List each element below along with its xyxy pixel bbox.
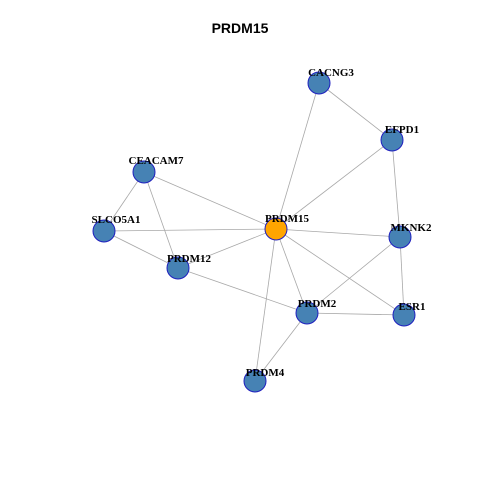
edge-slco5a1-prdm12 <box>103 230 179 269</box>
node-label-slco5a1: SLCO5A1 <box>92 214 141 226</box>
node-prdm15 <box>264 217 288 241</box>
edge-prdm15-mknk2 <box>275 228 401 238</box>
node-label-prdm4: PRDM4 <box>246 367 285 379</box>
edge-ceacam7-slco5a1 <box>103 171 145 232</box>
edge-prdm15-prdm4 <box>254 228 277 382</box>
edge-prdm2-esr1 <box>306 312 405 316</box>
edge-prdm15-prdm12 <box>177 228 277 269</box>
edge-ceacam7-prdm12 <box>143 171 179 269</box>
node-cacng3 <box>307 71 331 95</box>
edge-prdm15-cacng3 <box>275 82 320 230</box>
edge-layer <box>103 82 405 382</box>
edge-prdm15-efpd1 <box>275 139 393 230</box>
node-ceacam7 <box>132 160 156 184</box>
edge-prdm15-prdm2 <box>275 228 308 314</box>
node-label-efpd1: EFPD1 <box>385 124 419 136</box>
edge-prdm15-esr1 <box>275 228 405 316</box>
edge-prdm2-prdm4 <box>254 312 308 382</box>
node-mknk2 <box>388 225 412 249</box>
node-label-ceacam7: CEACAM7 <box>129 155 184 167</box>
edge-cacng3-efpd1 <box>318 82 393 141</box>
node-label-prdm15: PRDM15 <box>265 213 309 225</box>
edge-mknk2-esr1 <box>399 236 405 316</box>
node-label-prdm12: PRDM12 <box>167 253 211 265</box>
node-prdm2 <box>295 301 319 325</box>
edge-mknk2-prdm2 <box>306 236 401 314</box>
node-prdm4 <box>243 369 267 393</box>
node-esr1 <box>392 303 416 327</box>
node-label-esr1: ESR1 <box>399 301 426 313</box>
node-slco5a1 <box>92 219 116 243</box>
edge-prdm15-slco5a1 <box>103 228 277 232</box>
node-label-prdm2: PRDM2 <box>298 298 337 310</box>
edge-prdm12-prdm2 <box>177 267 308 314</box>
node-prdm12 <box>166 256 190 280</box>
node-layer: PRDM15 CACNG3EFPD1CEACAM7SLCO5A1MKNK2PRDM… <box>92 67 432 393</box>
graph-title: PRDM15 <box>211 20 269 36</box>
node-efpd1 <box>380 128 404 152</box>
edge-prdm15-ceacam7 <box>143 171 277 230</box>
node-label-mknk2: MKNK2 <box>391 222 432 234</box>
node-label-cacng3: CACNG3 <box>308 67 354 79</box>
edge-efpd1-mknk2 <box>391 139 401 238</box>
